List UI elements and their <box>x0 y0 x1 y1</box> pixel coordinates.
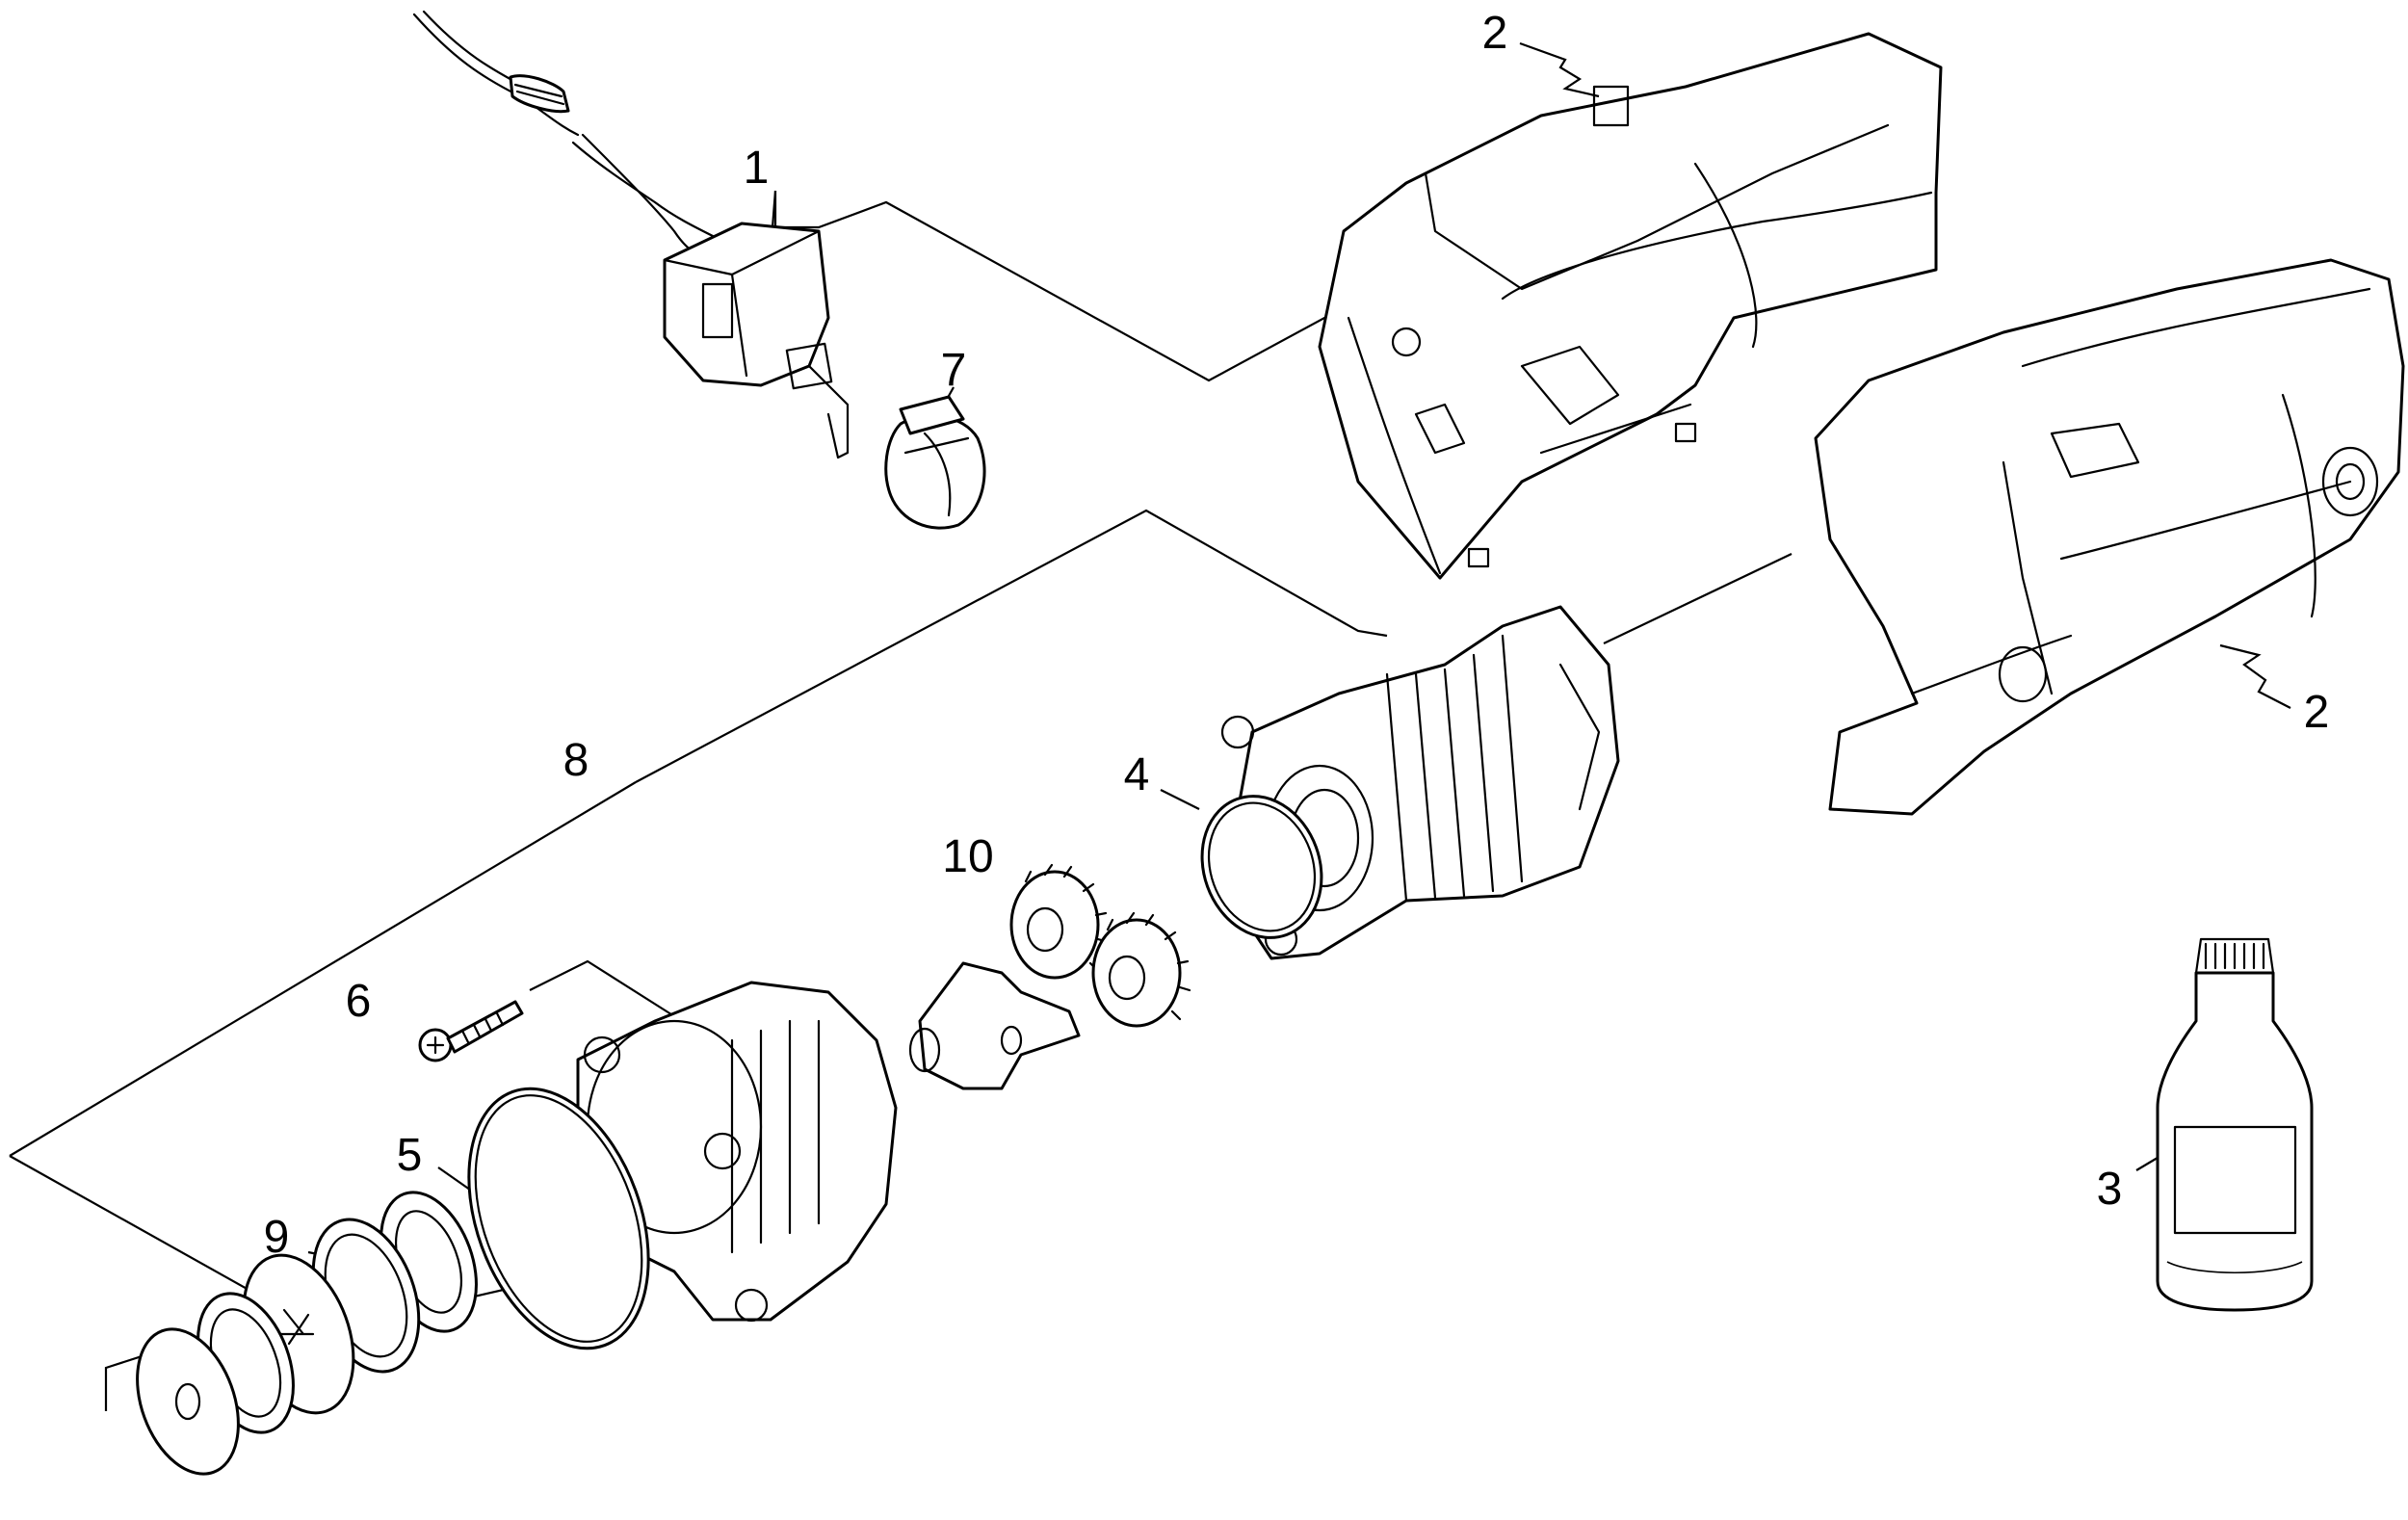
pump-head-part <box>576 981 898 1323</box>
callout-7: 7 <box>941 345 967 396</box>
callout-9: 9 <box>264 1212 290 1263</box>
screw-part <box>418 1000 524 1062</box>
o-ring-part <box>1200 795 1323 939</box>
callout-labels: 1 2 2 3 4 5 6 7 8 9 10 <box>264 8 2330 1263</box>
gear-upper <box>1009 863 1110 980</box>
callout-4: 4 <box>1124 749 1150 800</box>
callout-6: 6 <box>346 976 372 1027</box>
callout-8: 8 <box>563 735 589 786</box>
housing-top-part <box>1318 32 1943 580</box>
large-o-ring-part <box>467 1087 650 1350</box>
bearing-stack-part <box>136 1191 478 1476</box>
callout-3: 3 <box>2097 1164 2123 1215</box>
callout-2-right: 2 <box>2304 687 2330 738</box>
housing-bottom-part <box>1814 258 2405 816</box>
callout-2-top: 2 <box>1482 8 1508 59</box>
shaft-part <box>908 961 1081 1090</box>
callout-10: 10 <box>942 831 993 882</box>
callout-1: 1 <box>744 143 770 194</box>
gear-lower <box>1091 911 1191 1028</box>
callout-5: 5 <box>397 1130 423 1181</box>
oil-bottle-part <box>2156 937 2314 1312</box>
switch-part <box>509 74 850 459</box>
gears-part <box>1009 863 1191 1028</box>
knob-part <box>884 395 986 530</box>
